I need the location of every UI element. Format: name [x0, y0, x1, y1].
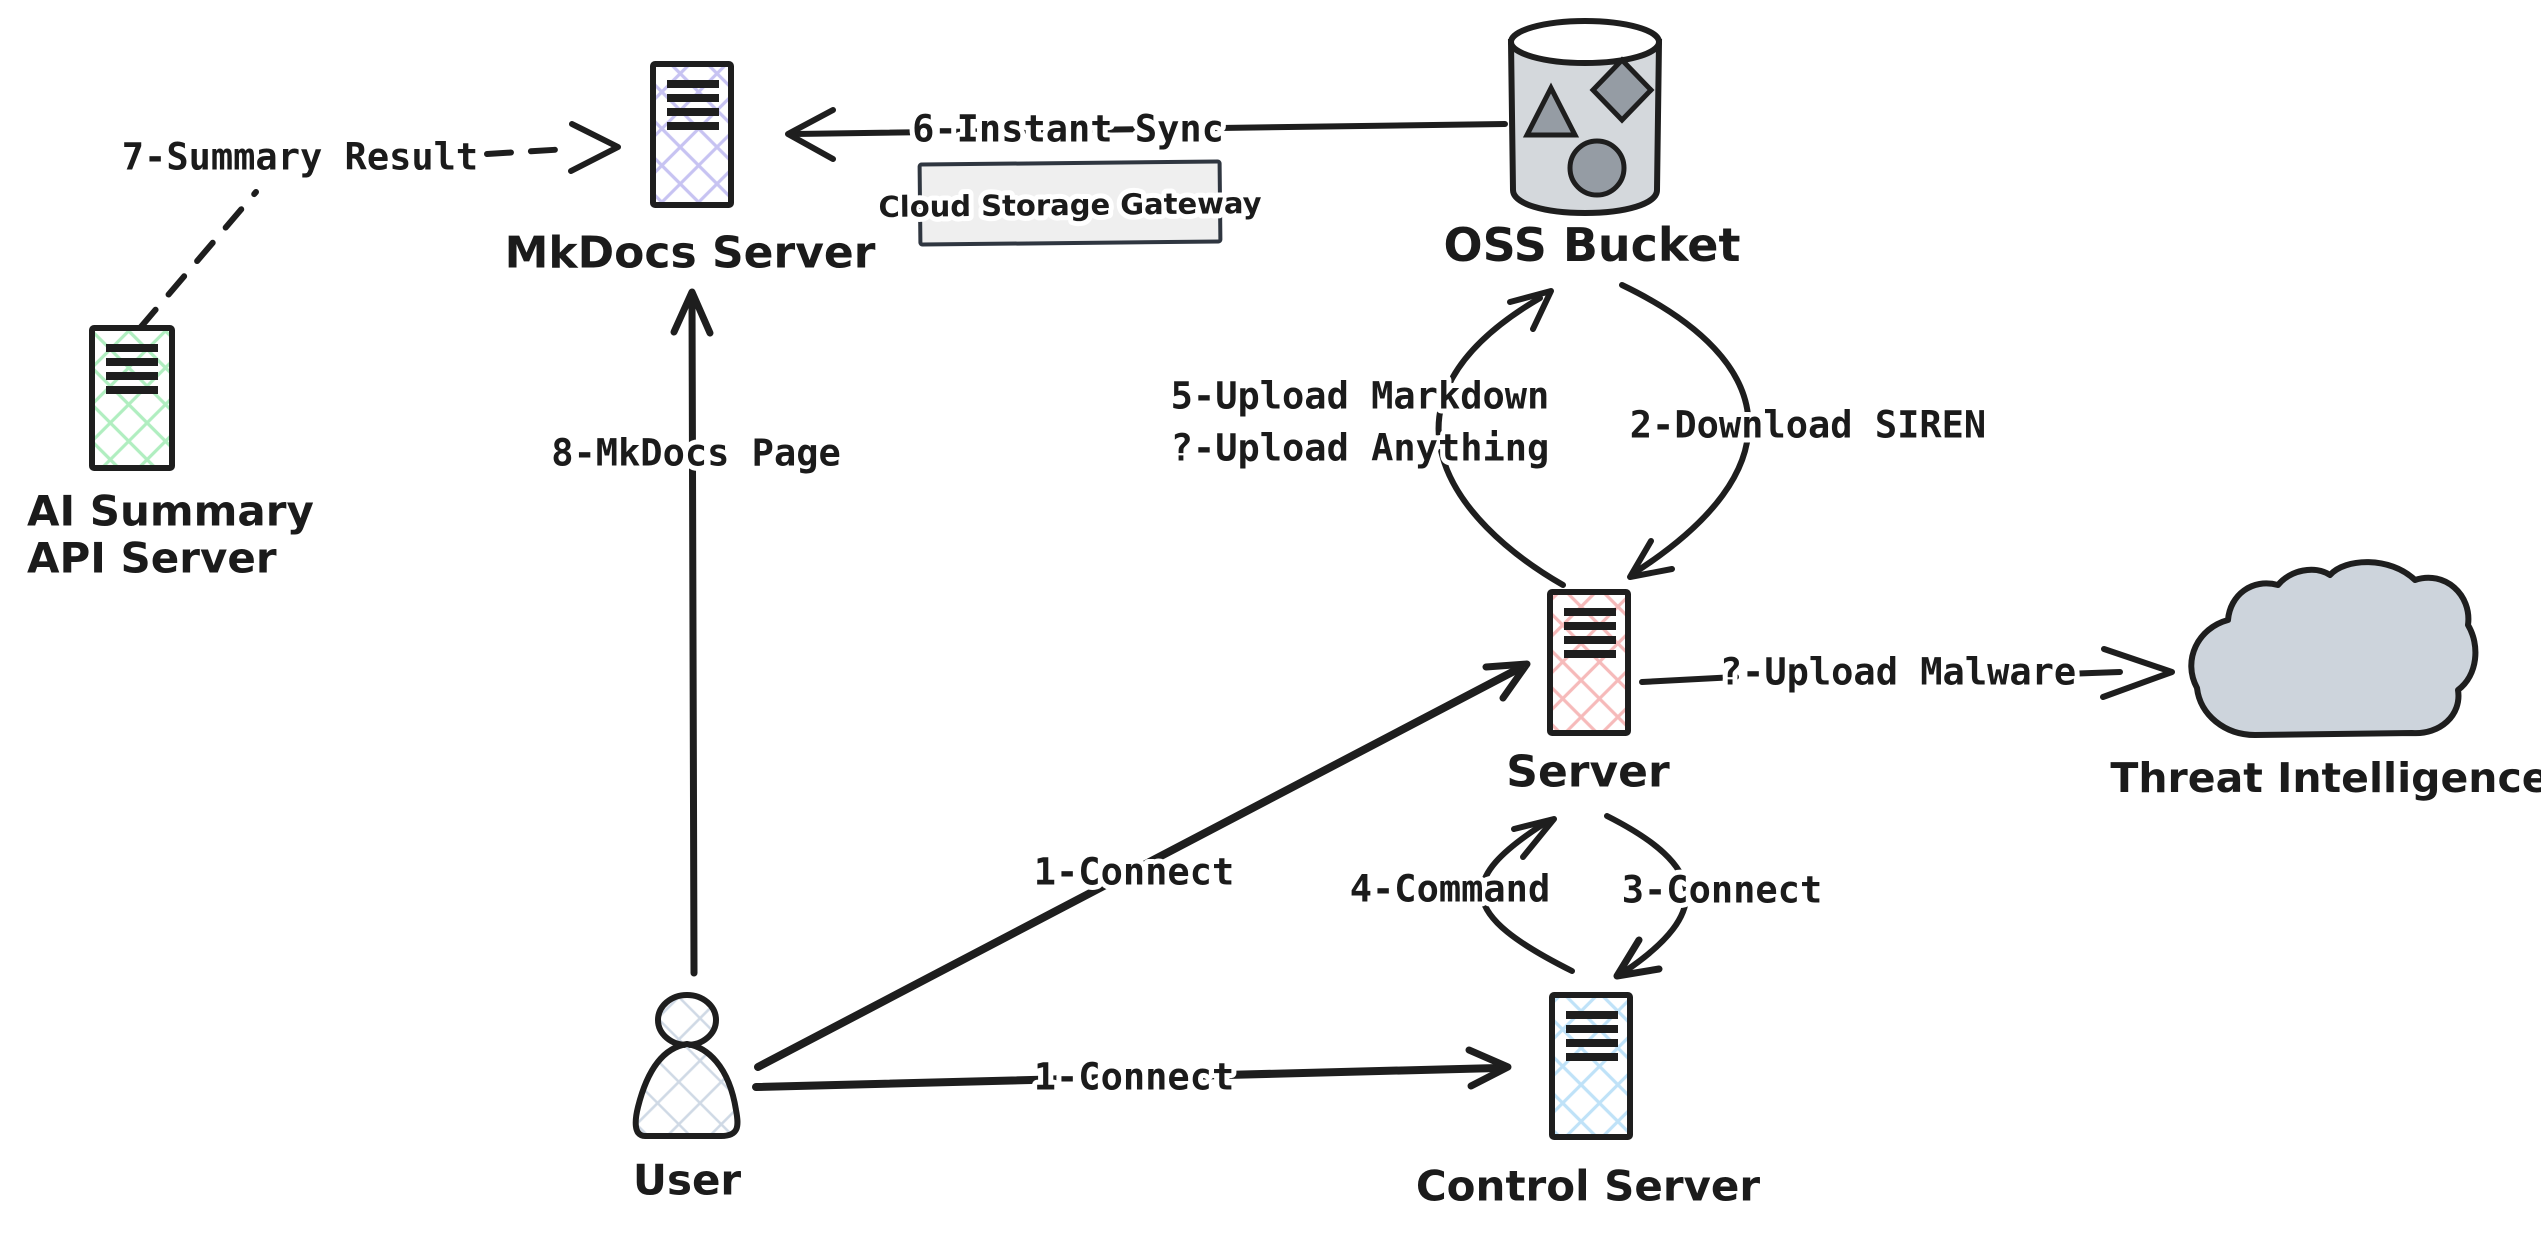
threat-intelligence-cloud-icon [2188, 559, 2479, 738]
arrow-line [1604, 813, 1690, 975]
download-siren-label: 2-Download SIREN [1630, 404, 1986, 447]
arrow-mkdocs-page [670, 288, 714, 977]
arrow-line [1619, 282, 1752, 576]
arrow-line [1479, 820, 1575, 974]
arrow-line [688, 294, 698, 977]
arrow-line [752, 1064, 1502, 1091]
arrowhead [2100, 646, 2175, 700]
person-body [632, 1040, 741, 1139]
arrowhead [1507, 288, 1554, 332]
control-server-label: Control Server [1416, 1162, 1761, 1211]
instant-sync-label: 6-Instant Sync [912, 108, 1224, 151]
command-label: 4-Command [1350, 868, 1550, 911]
ai-api-server-label-line1: AI Summary [27, 487, 314, 536]
threat-intelligence-label: Threat Intelligence [2110, 754, 2541, 802]
arrow-upload-malware [1639, 646, 2175, 700]
ai-api-server-label-line2: API Server [27, 534, 277, 583]
cloud-shape [2188, 559, 2479, 738]
arrow-line [754, 664, 1524, 1071]
server-slots [667, 80, 719, 130]
arrowhead [1627, 538, 1675, 580]
arrowhead [568, 121, 621, 174]
mkdocs-server-label: MkDocs Server [505, 228, 876, 279]
arrow-connect-server-control [1604, 813, 1690, 980]
bucket-lid [1508, 18, 1662, 66]
connect-server-control-label: 3-Connect [1622, 869, 1822, 912]
arrow-download-siren [1619, 282, 1752, 580]
gateway-rect [917, 159, 1223, 247]
oss-bucket-label: OSS Bucket [1444, 218, 1741, 272]
arrowhead [670, 288, 714, 337]
upload-markdown-label: 5-Upload Markdown [1171, 375, 1550, 418]
summary-result-label: 7-Summary Result [122, 136, 478, 179]
arrow-line [1435, 295, 1566, 588]
diamond-shape [1589, 56, 1655, 124]
server-slots [106, 344, 158, 394]
arrow-connect-user-server [754, 660, 1531, 1071]
arrow-instant-sync [785, 107, 1508, 162]
upload-anything-label: ?-Upload Anything [1171, 427, 1550, 470]
arrowhead [785, 107, 836, 162]
server-slots [1566, 1011, 1618, 1061]
arrow-line [1639, 674, 1739, 685]
person-head [655, 992, 719, 1048]
node-labels: MkDocs Server AI Summary API Server OSS … [22, 213, 2541, 1216]
triangle-shape [1522, 82, 1580, 138]
edge-labels: 7-Summary Result 6-Instant Sync 5-Upload… [117, 103, 2081, 1104]
arrow-summary-result [137, 121, 621, 331]
arrowhead [1511, 816, 1557, 860]
cloud-storage-gateway-box: Cloud Storage Gateway [873, 159, 1267, 247]
gateway-label: Cloud Storage Gateway [878, 186, 1261, 224]
arrow-connect-user-control [752, 1046, 1512, 1091]
server-icon [1547, 589, 1631, 736]
arrow-upload-markdown [1435, 288, 1566, 588]
oss-bucket-icon [1507, 18, 1663, 217]
edges-layer [137, 107, 2175, 1091]
connect-user-server-label: 1-Connect [1034, 851, 1234, 894]
arrow-line [792, 121, 1508, 137]
mkdocs-page-label: 8-MkDocs Page [551, 432, 841, 475]
arrow-line [2061, 669, 2123, 677]
arrowhead [1482, 660, 1531, 702]
arrowhead [1613, 936, 1663, 980]
server-slots [1564, 608, 1616, 658]
connect-user-control-label: 1-Connect [1034, 1056, 1234, 1099]
server-label: Server [1506, 747, 1670, 798]
arrow-line [137, 189, 259, 331]
ai-api-server-icon [89, 325, 175, 471]
mkdocs-server-icon [650, 61, 734, 208]
upload-malware-label: ?-Upload Malware [1720, 651, 2076, 694]
circle-shape [1567, 138, 1627, 198]
arrowhead [1465, 1046, 1512, 1090]
user-label: User [633, 1156, 742, 1205]
user-person-icon [632, 992, 741, 1139]
control-server-icon [1549, 992, 1633, 1140]
arrow-command [1479, 816, 1575, 974]
arrow-line [484, 146, 571, 157]
